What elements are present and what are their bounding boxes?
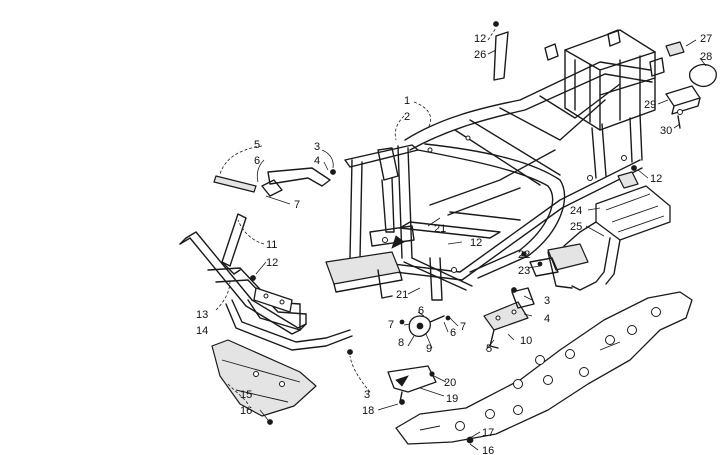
front-bumper	[179, 231, 353, 351]
callout-1: 1	[404, 95, 410, 107]
callout-10: 10	[520, 335, 532, 347]
callout-18: 18	[362, 405, 374, 417]
trailer-hitch	[665, 41, 717, 129]
callout-30: 30	[660, 125, 672, 137]
bumper-support	[221, 213, 247, 275]
main-frame	[325, 29, 665, 301]
callout-6-right: 6	[450, 327, 456, 339]
callout-27: 27	[700, 33, 712, 45]
callout-25: 25	[570, 221, 582, 233]
callout-28: 28	[700, 51, 712, 63]
callout-16-right: 16	[482, 445, 494, 455]
callout-4-right: 4	[544, 313, 550, 325]
callout-labels: 1 2 3 4 5 6 7 11 12 13 14 15 16 3 18 7 6…	[196, 33, 712, 455]
callout-3-right: 3	[544, 295, 550, 307]
mount-bracket-8	[399, 315, 451, 337]
rear-rack	[547, 171, 671, 291]
callout-12-mid: 12	[470, 237, 482, 249]
leader-lines	[215, 27, 707, 451]
mount-bracket-22	[521, 251, 559, 277]
support-rod-26	[493, 21, 509, 81]
mount-bracket-19	[387, 365, 437, 403]
callout-14: 14	[196, 325, 208, 337]
callout-4: 4	[314, 155, 320, 167]
callout-7: 7	[294, 199, 300, 211]
callout-15: 15	[240, 389, 252, 401]
callout-16: 16	[240, 405, 252, 417]
callout-26: 26	[474, 49, 486, 61]
callout-22: 22	[518, 249, 530, 261]
callout-12-rear: 12	[650, 173, 662, 185]
hardware-bolts	[250, 165, 637, 444]
callout-3-lower: 3	[364, 389, 370, 401]
front-skid-plate	[211, 339, 317, 417]
callout-2: 2	[404, 111, 410, 123]
callout-7-right: 7	[460, 321, 466, 333]
callout-17: 17	[482, 427, 494, 439]
side-bracket-right	[483, 287, 535, 349]
callout-5-right: 5	[486, 343, 492, 355]
callout-9: 9	[426, 343, 432, 355]
main-skid-plate	[395, 291, 693, 445]
callout-3: 3	[314, 141, 320, 153]
callout-12: 12	[266, 257, 278, 269]
callout-6-upper: 6	[418, 305, 424, 317]
callout-20: 20	[444, 377, 456, 389]
callout-21-lower: 21	[396, 289, 408, 301]
callout-21: 21	[434, 223, 446, 235]
callout-23: 23	[518, 265, 530, 277]
callout-7-left: 7	[388, 319, 394, 331]
callout-19: 19	[446, 393, 458, 405]
callout-12-top: 12	[474, 33, 486, 45]
callout-29: 29	[644, 99, 656, 111]
callout-5: 5	[254, 139, 260, 151]
callout-6: 6	[254, 155, 260, 167]
front-brace	[213, 167, 331, 197]
callout-13: 13	[196, 309, 208, 321]
callout-11: 11	[266, 239, 277, 251]
callout-24: 24	[570, 205, 582, 217]
callout-8: 8	[398, 337, 404, 349]
